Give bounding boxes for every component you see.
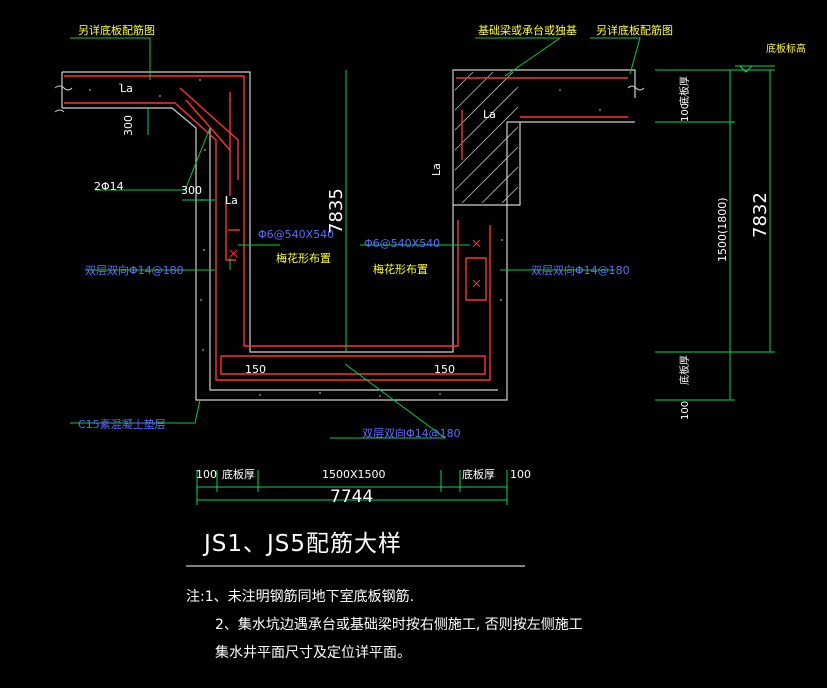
- wall-rebar-left-label: 双层双向Φ14@180: [85, 263, 184, 277]
- slab-thickness-left-label: 底板厚: [222, 467, 255, 481]
- level-marker-icon: [735, 65, 775, 73]
- break-marks: [54, 85, 645, 113]
- note-3: 集水井平面尺寸及定位详平面。: [215, 645, 411, 661]
- dim-100-bottom: 100: [680, 401, 691, 420]
- la-label-1: La: [120, 82, 133, 95]
- beam-hatch: [454, 71, 519, 204]
- slab-thickness-bottom-label: 底板厚: [678, 355, 691, 385]
- dim-300-vertical: 300: [122, 115, 135, 136]
- concrete-outline: [61, 69, 636, 401]
- dim-100-top: 100: [680, 103, 691, 122]
- bottom-rebar-label: 双层双向Φ14@180: [362, 426, 461, 440]
- beam-reference-label: 基础梁或承台或独基: [478, 23, 577, 37]
- c15-layer-label: C15素混凝土垫层: [78, 417, 166, 431]
- tie-right-label: Φ6@540X540: [364, 237, 440, 250]
- dim-150-left: 150: [245, 363, 266, 376]
- dim-150-right: 150: [434, 363, 455, 376]
- height-right-inner-dimension: 1500(1800): [716, 197, 729, 262]
- tie-left-label: Φ6@540X540: [258, 228, 334, 241]
- dim-300-horizontal: 300: [181, 184, 202, 197]
- plum-right-label: 梅花形布置: [373, 262, 428, 276]
- height-left-dimension: 7835: [326, 188, 347, 234]
- la-label-2: La: [225, 194, 238, 207]
- floor-level-label: 底板标高: [766, 42, 806, 55]
- total-width-dimension: 7744: [330, 487, 373, 507]
- right-slab-reference-label: 另详底板配筋图: [596, 23, 673, 37]
- notes-block: 注:1、未注明钢筋同地下室底板钢筋. 2、集水坑边遇承台或基础梁时按右侧施工, …: [186, 583, 583, 667]
- note-2: 2、集水坑边遇承台或基础梁时按右侧施工, 否则按左侧施工: [215, 617, 583, 633]
- wall-rebar-right-label: 双层双向Φ14@180: [531, 263, 630, 277]
- height-right-dimension: 7832: [750, 192, 771, 238]
- rebar-lines: [64, 75, 628, 381]
- la-label-4: La: [430, 163, 443, 176]
- left-slab-reference-label: 另详底板配筋图: [78, 23, 155, 37]
- bar-2phi14-label: 2Φ14: [94, 180, 124, 193]
- tie-markers: [229, 239, 481, 288]
- slab-thickness-top-label: 底板厚: [678, 76, 691, 106]
- plum-left-label: 梅花形布置: [276, 251, 331, 265]
- pit-size-dimension: 1500X1500: [322, 468, 386, 481]
- la-label-3: La: [483, 108, 496, 121]
- slab-thickness-right-label: 底板厚: [462, 467, 495, 481]
- drawing-title: JS1、JS5配筋大样: [204, 531, 403, 557]
- dim-100-right: 100: [510, 468, 531, 481]
- dim-100-left: 100: [196, 468, 217, 481]
- concrete-stipple: [89, 79, 601, 397]
- dimension-lines: [147, 69, 775, 505]
- note-1: 注:1、未注明钢筋同地下室底板钢筋.: [186, 589, 415, 605]
- leader-lines: [70, 37, 641, 439]
